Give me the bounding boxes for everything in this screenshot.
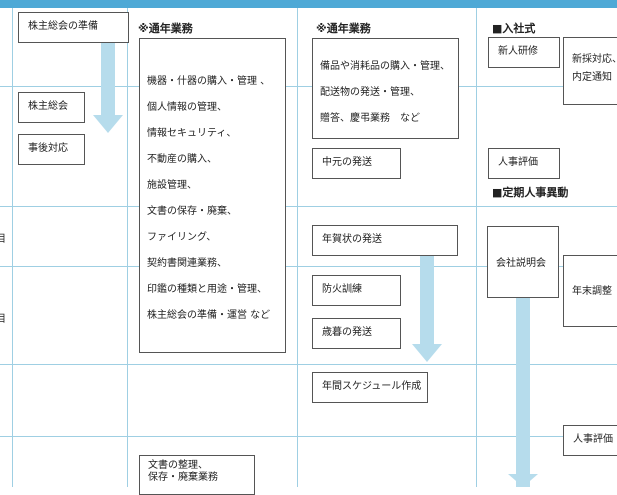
top-band <box>0 0 617 8</box>
list-item: 贈答、慶弔業務 など <box>320 113 420 124</box>
grid-line <box>0 266 617 267</box>
list-item: 個人情報の管理、 <box>147 102 227 113</box>
midyear-gift-box: 中元の発送 <box>312 148 401 179</box>
shareholder-meeting-prep-box: 株主総会の準備 <box>18 12 129 43</box>
arrow-down-icon <box>412 256 442 362</box>
list-item: ファイリング、 <box>147 232 217 243</box>
grid-line <box>297 8 298 487</box>
list-item: 不動産の購入、 <box>147 154 217 165</box>
list-item: 備品や消耗品の購入・管理、 <box>320 61 450 72</box>
personnel-evaluation-box: 人事評価 <box>488 148 560 179</box>
grid-line <box>0 364 617 365</box>
new-year-card-box: 年賀状の発送 <box>312 225 458 256</box>
list-item: 情報セキュリティ、 <box>147 128 237 139</box>
grid-line <box>127 8 128 487</box>
grid-line <box>0 206 617 207</box>
arrow-down-icon <box>93 43 123 133</box>
annual-tasks-header: ※通年業務 <box>316 22 371 35</box>
list-item: 配送物の発送・管理、 <box>320 87 420 98</box>
box-line: 新採対応、 <box>572 54 617 65</box>
supplies-list-box: 備品や消耗品の購入・管理、 配送物の発送・管理、 贈答、慶弔業務 など <box>312 38 459 139</box>
year-end-gift-box: 歳暮の発送 <box>312 318 401 349</box>
arrow-down-icon <box>508 298 538 487</box>
list-item: 契約書関連業務、 <box>147 258 227 269</box>
personnel-evaluation-box: 人事評価 <box>563 425 617 456</box>
box-line: 内定通知 <box>572 72 612 83</box>
company-briefing-box: 会社説明会 <box>487 226 559 298</box>
edge-text: 目 <box>0 314 6 325</box>
recruit-response-box: 新採対応、 内定通知 <box>563 37 617 105</box>
list-item: 施設管理、 <box>147 180 197 191</box>
grid-line <box>0 436 617 437</box>
edge-text: 目 <box>0 234 6 245</box>
annual-schedule-box: 年間スケジュール作成 <box>312 372 428 403</box>
entrance-ceremony-header: ■入社式 <box>492 22 536 35</box>
annual-tasks-header: ※通年業務 <box>138 22 193 35</box>
box-line: 文書の整理、 <box>148 460 208 471</box>
box-line: 保存・廃棄業務 <box>148 472 218 483</box>
grid-line <box>476 8 477 487</box>
list-item: 印鑑の種類と用途・管理、 <box>147 284 267 295</box>
personnel-transfer-header: ■定期人事異動 <box>492 186 569 199</box>
follow-up-box: 事後対応 <box>18 134 85 165</box>
new-hire-training-box: 新人研修 <box>488 37 560 68</box>
general-affairs-list-box: 機器・什器の購入・管理 、 個人情報の管理、 情報セキュリティ、 不動産の購入、… <box>139 38 286 353</box>
grid-line <box>0 86 617 87</box>
grid-line <box>12 8 13 487</box>
shareholder-meeting-box: 株主総会 <box>18 92 85 123</box>
fire-drill-box: 防火訓練 <box>312 275 401 306</box>
year-end-adjustment-box: 年末調整 <box>563 255 617 327</box>
general-affairs-list: 機器・什器の購入・管理 、 個人情報の管理、 情報セキュリティ、 不動産の購入、… <box>140 39 285 332</box>
list-item: 文書の保存・廃棄、 <box>147 206 237 217</box>
list-item: 株主総会の準備・運営 など <box>147 310 271 321</box>
supplies-list: 備品や消耗品の購入・管理、 配送物の発送・管理、 贈答、慶弔業務 など <box>313 39 458 135</box>
document-organize-box: 文書の整理、 保存・廃棄業務 <box>139 455 255 495</box>
list-item: 機器・什器の購入・管理 、 <box>147 76 271 87</box>
